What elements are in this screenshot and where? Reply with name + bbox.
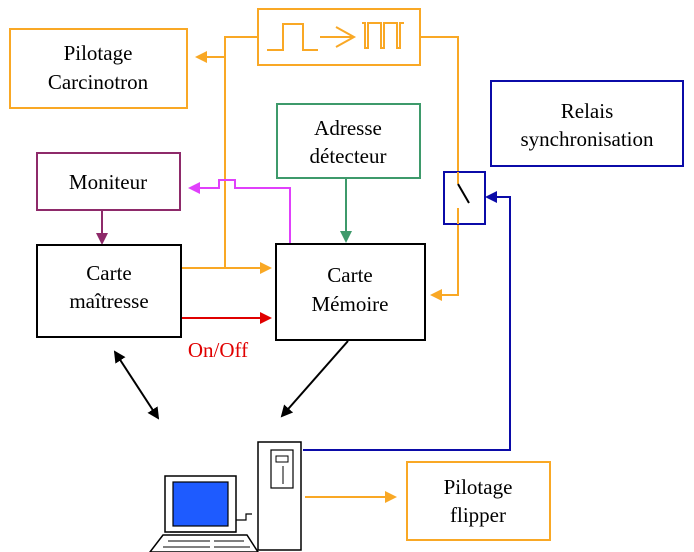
pulse-train-converter-icon [257, 8, 421, 66]
adresse-detecteur-line1: Adresse [314, 116, 382, 140]
on-off-label: On/Off [188, 338, 248, 362]
pilotage-carcinotron-line2: Carcinotron [48, 70, 149, 94]
computer-to-relay-arrow [303, 191, 511, 451]
pulse-to-carcinotron-arrow [195, 36, 258, 63]
relay-switch-icon [443, 171, 486, 225]
converter-to-relay-line [420, 36, 459, 183]
carte-memoire-box: Carte Mémoire [275, 243, 426, 341]
relais-synchronisation-line1: Relais [561, 99, 614, 123]
adresse-detecteur-box: Adresse détecteur [276, 103, 421, 179]
pilotage-flipper-line1: Pilotage [444, 475, 513, 499]
moniteur-label: Moniteur [69, 170, 147, 194]
pilotage-flipper-box: Pilotage flipper [406, 461, 551, 541]
carte-memoire-line1: Carte [327, 263, 372, 287]
pilotage-carcinotron-box: Pilotage Carcinotron [9, 28, 188, 109]
relais-synchronisation-line2: synchronisation [521, 127, 654, 151]
pilotage-carcinotron-line1: Pilotage [64, 41, 133, 65]
adresse-detecteur-line2: détecteur [310, 144, 387, 168]
memoire-to-computer-arrow [280, 340, 349, 418]
pilotage-flipper-line2: flipper [450, 503, 506, 527]
carte-memoire-line2: Mémoire [312, 292, 389, 316]
carte-maitresse-line2: maîtresse [69, 289, 148, 313]
desktop-computer-icon [149, 441, 302, 552]
relay-to-memoire-arrow [430, 210, 459, 301]
maitresse-computer-bidirectional-arrow [113, 350, 160, 420]
carte-maitresse-box: Carte maîtresse [36, 244, 182, 338]
relais-synchronisation-box: Relais synchronisation [490, 80, 684, 167]
moniteur-box: Moniteur [36, 152, 181, 211]
memoire-to-moniteur-arrow [188, 179, 291, 248]
carte-maitresse-line1: Carte [86, 261, 131, 285]
